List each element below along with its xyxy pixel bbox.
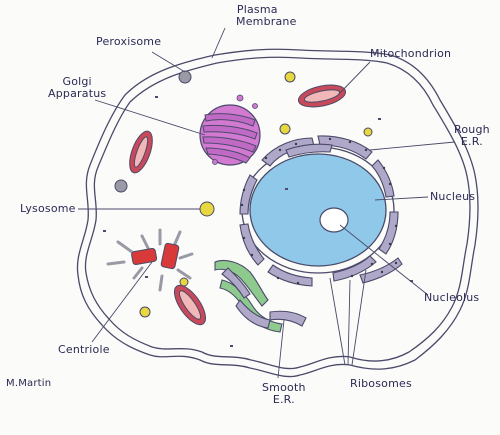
leader-nucleus [374,196,429,201]
label-rough-er: Rough E.R. [454,123,490,148]
smooth-er [214,259,307,333]
leader-centriole [91,261,153,343]
leader-ribosome-3 [351,269,367,366]
label-golgi-apparatus: Golgi Apparatus [48,75,107,100]
label-centriole: Centriole [58,343,110,356]
leader-rough-er [369,141,456,151]
label-mitochondrion: Mitochondrion [370,47,452,60]
signature: M.Martin [6,378,52,389]
leader-peroxisome [151,51,186,73]
vesicle-dots [103,96,413,347]
leader-smooth-er [277,319,285,379]
label-ribosomes: Ribosomes [350,377,412,390]
label-nucleolus: Nucleolus [424,291,480,304]
lysosome [139,71,373,318]
leader-golgi [94,99,206,136]
label-plasma-membrane: Plasma Membrane [236,3,297,28]
leader-mitochondrion [337,61,371,96]
label-peroxisome: Peroxisome [96,35,162,48]
leader-nucleolus [339,224,429,296]
ribosome-dots [240,137,398,285]
rough-er [239,135,403,287]
centriole [106,228,194,292]
golgi-apparatus [199,94,261,166]
label-smooth-er: Smooth E.R. [262,381,306,406]
mitochondrion [129,84,347,326]
plasma-membrane [76,48,479,378]
leader-plasma-membrane [211,27,226,59]
label-nucleus: Nucleus [430,190,476,203]
leader-ribosome-1 [329,277,346,366]
leader-ribosome-2 [347,279,351,366]
leader-lines [78,27,456,379]
label-lysosome: Lysosome [20,202,76,215]
nucleus [241,146,395,274]
peroxisome [114,70,192,193]
